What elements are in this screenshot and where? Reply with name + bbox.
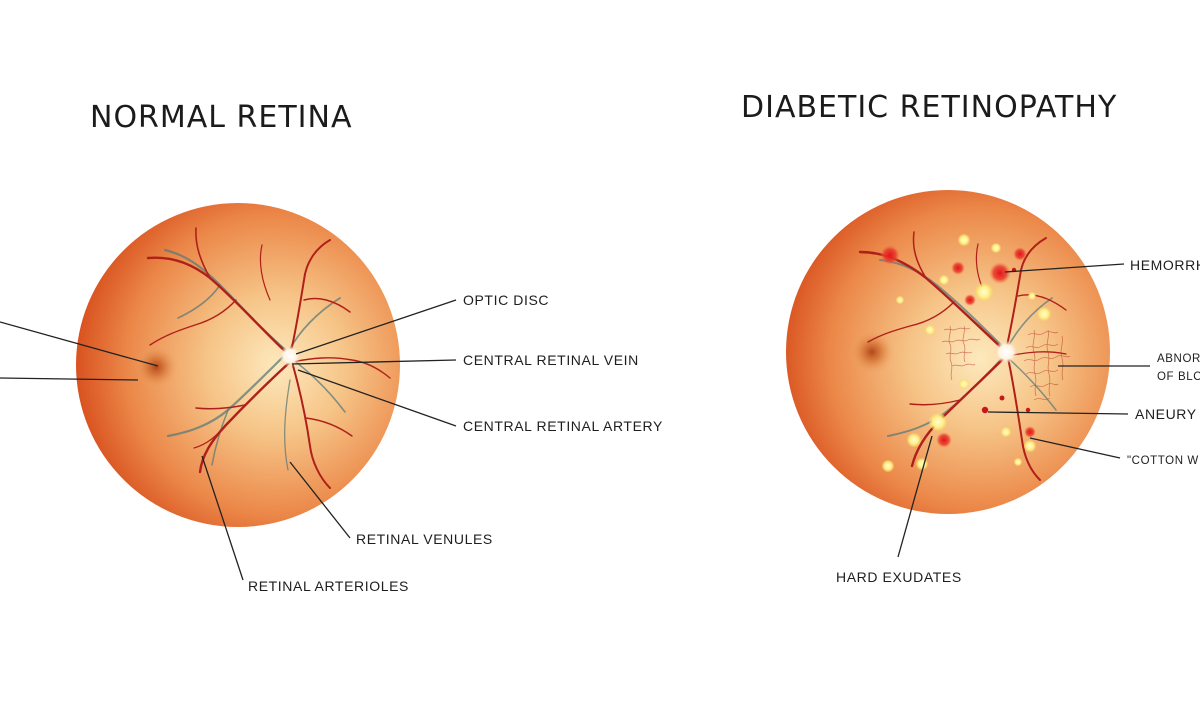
- leader-hemorrhages: [1004, 263, 1125, 273]
- exudate-spot: [1024, 440, 1036, 452]
- exudate-spot: [907, 433, 921, 447]
- diabetic-retinopathy-panel: DIABETIC RETINOPATHY: [741, 90, 1200, 585]
- leader-central-artery: [297, 369, 457, 427]
- leader-aneurysm: [987, 411, 1129, 415]
- exudate-spot: [1001, 427, 1011, 437]
- diabetic-macula: [850, 330, 894, 374]
- exudate-spot: [1028, 292, 1036, 300]
- hard-exudates: [882, 234, 1051, 472]
- hemorrhage-spot: [989, 262, 1011, 284]
- aneurysm-dot: [981, 406, 989, 414]
- diabetic-retinopathy-title: DIABETIC RETINOPATHY: [741, 90, 1117, 125]
- hemorrhage-spot: [964, 294, 976, 306]
- exudate-spot: [1037, 307, 1051, 321]
- normal-macula: [134, 345, 178, 389]
- leader-hard-exudates: [897, 435, 933, 558]
- label-retinal-arterioles: RETINAL ARTERIOLES: [248, 578, 409, 594]
- exudate-spot: [929, 413, 947, 431]
- label-optic-disc: OPTIC DISC: [463, 292, 549, 308]
- leader-cotton-wool: [1029, 437, 1121, 459]
- hemorrhage-spot: [1024, 426, 1036, 438]
- label-central-retinal-artery: CENTRAL RETINAL ARTERY: [463, 418, 663, 434]
- normal-arteries: [146, 227, 391, 489]
- leader-arterioles: [201, 455, 244, 581]
- label-aneurysm: ANEURY: [1135, 406, 1197, 422]
- exudate-spot: [958, 234, 970, 246]
- diabetic-optic-disc: [994, 340, 1018, 364]
- label-central-retinal-vein: CENTRAL RETINAL VEIN: [463, 352, 639, 368]
- label-cotton-wool: "COTTON W: [1127, 455, 1199, 467]
- hemorrhage-spot: [880, 245, 900, 265]
- normal-retina-fundus: [76, 203, 400, 527]
- exudate-spot: [925, 325, 935, 335]
- label-retinal-venules: RETINAL VENULES: [356, 531, 493, 547]
- exudate-spot: [959, 379, 969, 389]
- exudate-spot: [882, 460, 894, 472]
- hemorrhage-spot: [936, 432, 952, 448]
- hemorrhage-spot: [951, 261, 965, 275]
- label-abnormal-line2: OF BLO: [1157, 371, 1200, 383]
- normal-optic-disc: [279, 345, 301, 367]
- aneurysm-dot: [1025, 407, 1031, 413]
- exudate-spot: [939, 275, 949, 285]
- normal-fundus-disc: [76, 203, 400, 527]
- exudate-spot: [1014, 458, 1022, 466]
- leader-venules: [289, 461, 351, 539]
- leader-central-vein: [291, 359, 457, 365]
- label-abnormal-line1: ABNOR: [1157, 353, 1200, 365]
- aneurysm-dot: [999, 395, 1005, 401]
- hemorrhage-spot: [1013, 247, 1027, 261]
- leader-optic-disc: [295, 299, 457, 355]
- hemorrhages: [880, 245, 1036, 448]
- normal-leader-lines: [0, 299, 457, 581]
- label-hard-exudates: HARD EXUDATES: [836, 569, 962, 585]
- leader-fovea-left: [0, 377, 139, 381]
- exudate-spot: [975, 283, 993, 301]
- label-hemorrhages: HEMORRH: [1130, 257, 1200, 273]
- diabetic-leader-lines: [897, 263, 1150, 558]
- diabetic-retina-fundus: [786, 190, 1110, 514]
- leader-macula-left: [0, 321, 159, 367]
- exudate-spot: [991, 243, 1001, 253]
- exudate-spot: [916, 458, 928, 470]
- normal-retina-panel: NORMAL RETINA: [0, 100, 663, 594]
- exudate-spot: [896, 296, 904, 304]
- normal-retina-title: NORMAL RETINA: [90, 100, 353, 135]
